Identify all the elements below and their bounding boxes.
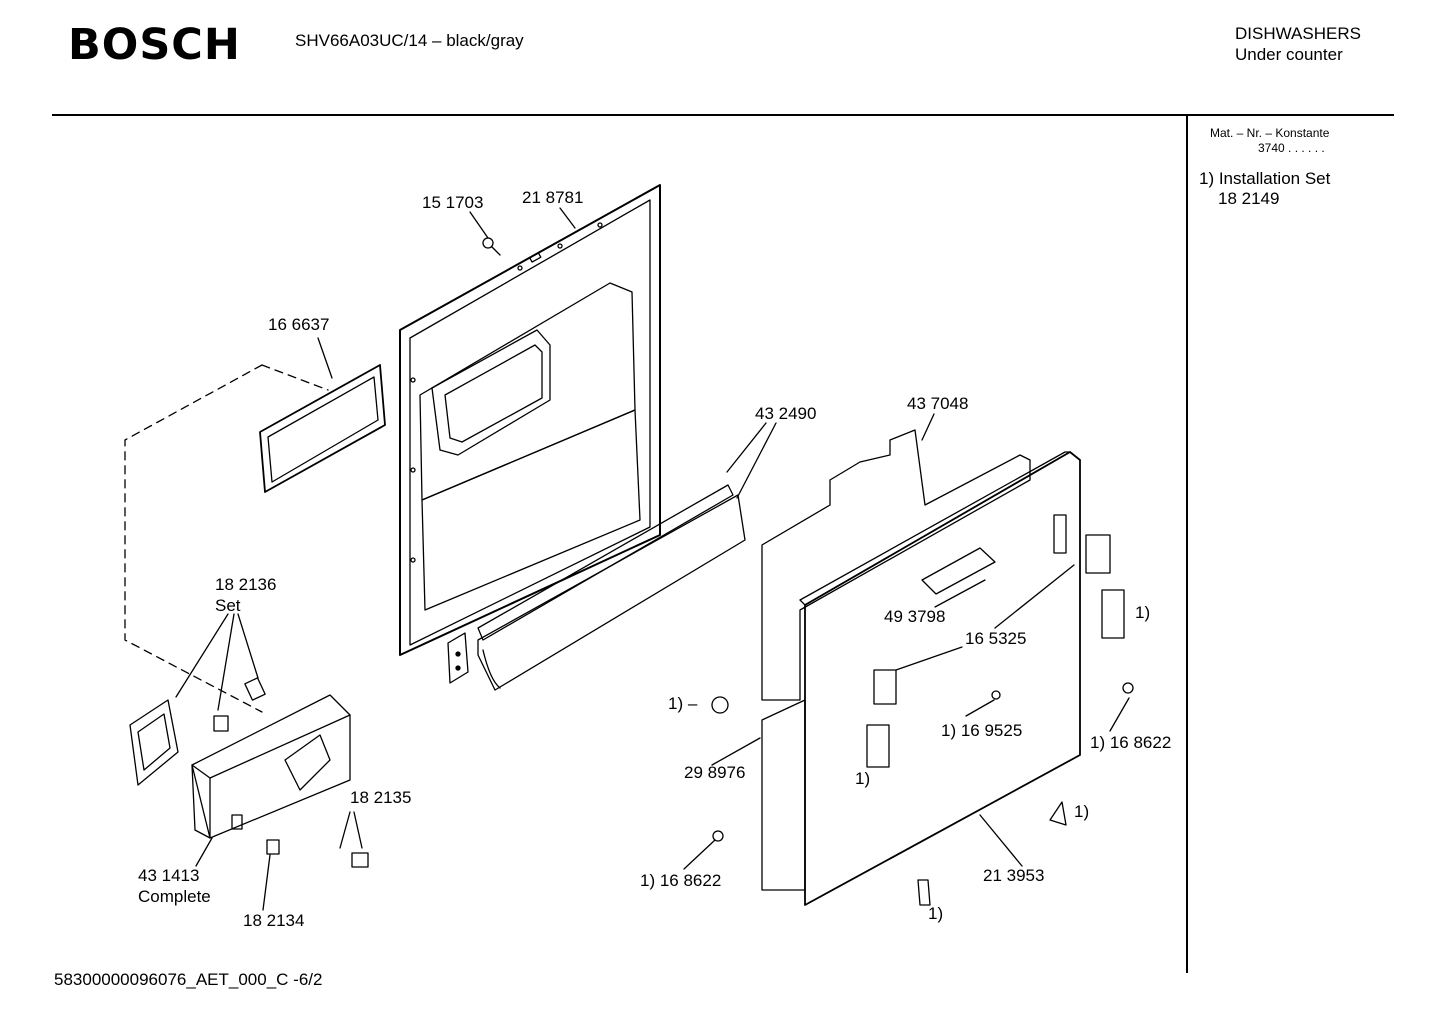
door-gasket-strip xyxy=(477,484,746,691)
label-note-hinge: 1) xyxy=(1074,802,1090,821)
header-divider xyxy=(52,114,1394,116)
label-213953: 21 3953 xyxy=(983,866,1045,885)
label-218781: 21 8781 xyxy=(522,188,584,207)
control-module xyxy=(191,694,351,839)
brand-logo: BOSCH xyxy=(68,20,241,70)
clip-182134 xyxy=(266,839,280,855)
mat-nr-label: Mat. – Nr. – Konstante xyxy=(1210,126,1330,140)
sidebar-divider xyxy=(1186,116,1188,973)
label-166637: 16 6637 xyxy=(268,315,330,334)
category-line1: DISHWASHERS xyxy=(1235,24,1361,43)
door-inner-panel xyxy=(399,184,661,656)
label-note-bottom: 1) xyxy=(928,904,944,923)
label-437048: 43 7048 xyxy=(907,394,969,413)
screw-168622-left xyxy=(712,830,724,842)
hinge-165325 xyxy=(873,669,897,705)
model-title: SHV66A03UC/14 – black/gray xyxy=(295,31,524,50)
label-493798: 49 3798 xyxy=(884,607,946,626)
panel-handle-493798 xyxy=(921,547,996,595)
clip-182135 xyxy=(351,852,369,868)
label-168622-left: 1) 16 8622 xyxy=(640,871,722,890)
label-182134: 18 2134 xyxy=(243,911,305,930)
catch-right xyxy=(1085,534,1111,574)
installation-note-code: 18 2149 xyxy=(1218,189,1280,208)
label-182135: 18 2135 xyxy=(350,788,412,807)
small-clip xyxy=(213,715,229,732)
document-id: 58300000096076_AET_000_C -6/2 xyxy=(54,970,323,989)
front-panel-back xyxy=(761,429,1031,701)
front-panel-front xyxy=(761,451,1081,906)
category-line2: Under counter xyxy=(1235,45,1343,64)
mat-nr-value: 3740 . . . . . . xyxy=(1258,141,1325,155)
label-151703: 15 1703 xyxy=(422,193,484,212)
leader-lines xyxy=(175,207,1130,911)
label-182136: 18 2136 xyxy=(215,575,277,594)
screw-168622-right xyxy=(1122,682,1134,694)
window-frame xyxy=(259,364,386,493)
bracket-bottom xyxy=(917,879,931,906)
label-165325: 16 5325 xyxy=(965,629,1027,648)
label-431413-complete: Complete xyxy=(138,887,211,906)
panel-latch xyxy=(1053,514,1067,554)
door-bracket xyxy=(447,632,469,684)
label-298976: 29 8976 xyxy=(684,763,746,782)
category-block: DISHWASHERS Under counter xyxy=(1235,23,1361,65)
label-note-right: 1) xyxy=(1135,603,1151,622)
screw-151703 xyxy=(482,237,494,249)
bracket-right xyxy=(1101,589,1125,639)
module-side-cover xyxy=(129,699,179,786)
installation-note-title: 1) Installation Set xyxy=(1199,169,1331,188)
knob xyxy=(711,696,729,714)
mat-nr-block: Mat. – Nr. – Konstante 3740 . . . . . . xyxy=(1210,126,1329,156)
label-182136-set: Set xyxy=(215,596,241,615)
installation-note: 1) Installation Set 18 2149 xyxy=(1199,169,1330,209)
label-knob: 1) – xyxy=(668,694,698,713)
label-432490: 43 2490 xyxy=(755,404,817,423)
screw-169525 xyxy=(991,690,1001,700)
label-note-bracket: 1) xyxy=(855,769,871,788)
bracket-small xyxy=(1049,801,1067,826)
label-169525: 1) 16 9525 xyxy=(941,721,1023,740)
assembly-line xyxy=(124,364,263,713)
label-431413: 43 1413 xyxy=(138,866,200,885)
label-168622-right: 1) 16 8622 xyxy=(1090,733,1172,752)
hinge-lower xyxy=(866,724,890,768)
